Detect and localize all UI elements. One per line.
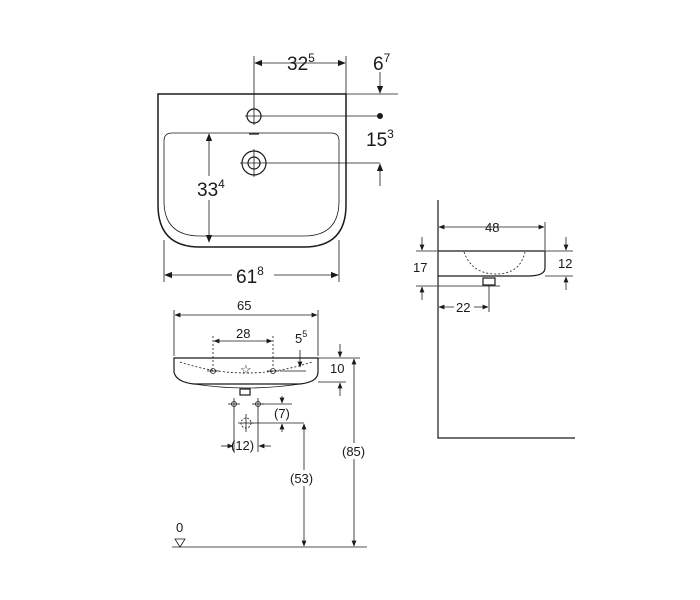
svg-text:67: 67 <box>373 51 391 75</box>
svg-text:325: 325 <box>287 51 315 75</box>
dim-bowl-depth-sup: 4 <box>218 177 225 191</box>
svg-text:334: 334 <box>197 177 225 201</box>
dim-top-edge-sup: 7 <box>384 51 391 65</box>
dim-bowl-width-sup: 8 <box>257 264 264 278</box>
svg-text:153: 153 <box>366 127 394 151</box>
dim-trap-width: (12) <box>231 438 254 453</box>
fixing-hole-left-icon <box>207 368 219 374</box>
waste-outlet-icon <box>240 149 268 177</box>
wall-outline <box>437 200 575 439</box>
side-dim-rim-height: 12 <box>558 256 572 271</box>
dim-bowl-width: 61 <box>236 267 257 288</box>
outlet-stub <box>239 388 251 396</box>
dim-basin-height: 10 <box>330 361 344 376</box>
trap-fixing-left-icon <box>228 398 240 410</box>
floor-level-icon <box>174 538 186 548</box>
side-view: 48 12 17 22 <box>413 200 575 439</box>
dim-overall-width: 65 <box>237 298 251 313</box>
svg-text:618: 618 <box>236 264 264 288</box>
side-dim-outlet-offset: 22 <box>456 300 470 315</box>
dim-rim-height: (85) <box>342 444 365 459</box>
front-view: ☆ 65 28 55 10 <box>172 298 370 548</box>
bowl-outline <box>163 132 340 237</box>
tap-hole-icon <box>245 107 263 125</box>
centre-star-icon: ☆ <box>240 362 252 377</box>
dim-fixing-height: 5 <box>295 331 302 346</box>
svg-text:55: 55 <box>295 329 307 346</box>
side-outlet-stub <box>482 277 496 286</box>
dim-tap-offset: 32 <box>287 54 308 75</box>
dim-bowl-depth: 33 <box>197 180 218 201</box>
dim-outlet-height: (53) <box>290 471 313 486</box>
dim-tap-offset-sup: 5 <box>308 51 315 65</box>
basin-side-outline <box>438 250 546 277</box>
dim-waste-offset: 15 <box>366 130 387 151</box>
dim-top-edge: 6 <box>373 54 384 75</box>
side-dim-depth: 48 <box>485 220 499 235</box>
dim-waste-offset-sup: 3 <box>387 127 394 141</box>
dim-fixing-spacing: 28 <box>236 326 250 341</box>
side-dim-overall-height: 17 <box>413 260 427 275</box>
dim-fixing-height-sup: 5 <box>302 329 307 339</box>
dim-trap-offset: (7) <box>274 406 290 421</box>
fixing-hole-right-icon <box>267 368 279 374</box>
top-view: 325 67 153 334 618 <box>157 51 398 288</box>
basin-outline <box>157 93 347 248</box>
floor-level-label: 0 <box>176 520 183 535</box>
